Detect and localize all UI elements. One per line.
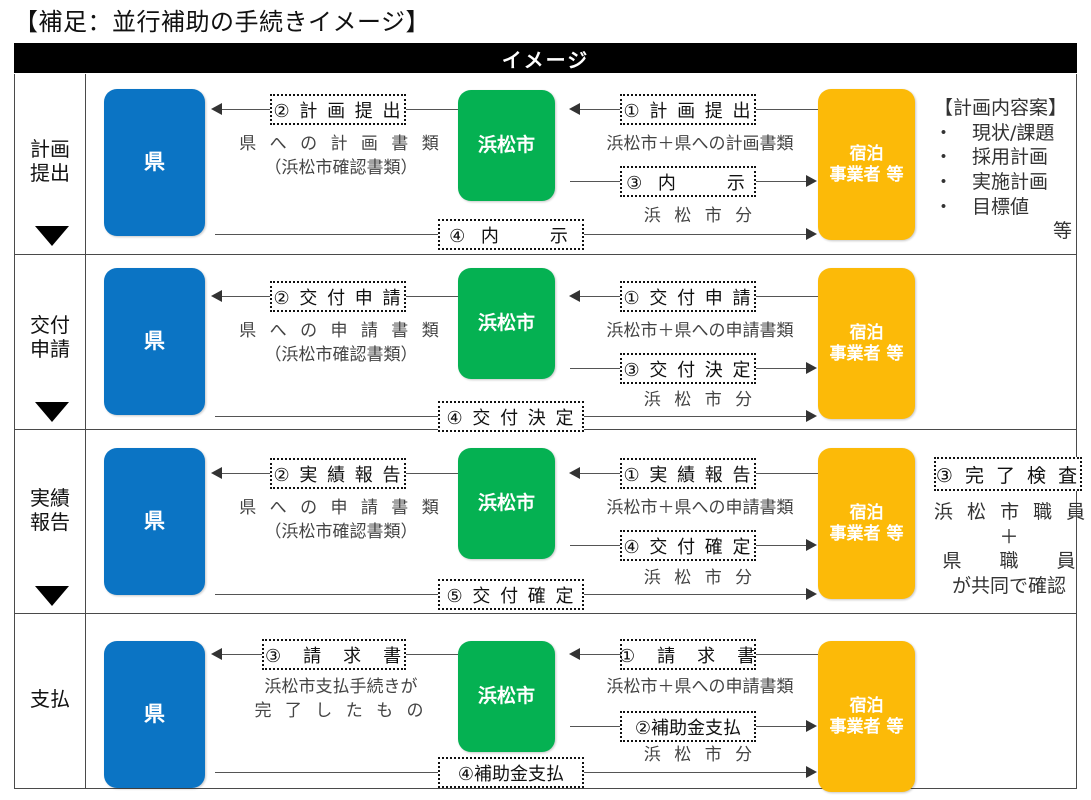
flow-arrowhead-4-top [211, 648, 222, 660]
flow-caption-2-right: 浜松市＋県への申請書類 [606, 321, 794, 341]
flow-chip-2-bottom: ④ 交 付 決 定 [438, 401, 584, 432]
flow-chip-2-mid: ③ 交 付 決 定 [620, 353, 756, 384]
stage-label-4: 支払 [30, 687, 70, 711]
node-business-4: 宿泊 事業者 等 [818, 641, 915, 792]
flow-arrowhead-1-right [569, 103, 580, 115]
flow-chip-3-top: ② 実 績 報 告 [270, 458, 406, 489]
stage-label-2: 交付 申請 [30, 313, 70, 361]
flow-chip-4-mid: ②補助金支払 [620, 711, 756, 742]
node-business-2: 宿泊 事業者 等 [818, 268, 915, 419]
flow-caption-1-bottom: 浜 松 市 分 [643, 206, 757, 226]
row-plan-submission [14, 74, 1077, 255]
flow-arrowhead-4-bottom [806, 766, 817, 778]
flow-caption-4-bottom: 浜 松 市 分 [643, 745, 757, 765]
flow-caption-2-top-b: （浜松市確認書類） [264, 345, 418, 365]
node-city-4: 浜松市 [458, 641, 555, 752]
note-item-1-0: ・ 現状/課題 [934, 121, 1055, 144]
flow-caption-3-right: 浜松市＋県への申請書類 [606, 498, 794, 518]
note-item-3-0: 浜 松 市 職 員 [934, 501, 1090, 523]
diagram-frame [14, 74, 1077, 789]
note-item-3-1: ＋ [999, 525, 1019, 548]
flow-arrowhead-3-bottom [806, 588, 817, 600]
note-item-1-3: ・ 目標値 [934, 195, 1030, 218]
note-item-1-2: ・ 実施計画 [934, 171, 1049, 194]
flow-arrowhead-1-bottom [806, 228, 817, 240]
node-city-3: 浜松市 [458, 448, 555, 559]
flow-chip-1-top: ② 計 画 提 出 [270, 94, 406, 125]
flow-chip-1-right: ① 計 画 提 出 [620, 94, 756, 125]
flow-arrowhead-2-mid [806, 362, 817, 374]
page-title: 【補足：並行補助の手続きイメージ】 [14, 8, 431, 36]
stage-label-3: 実績 報告 [30, 486, 70, 534]
header-label: イメージ [501, 47, 590, 72]
flow-caption-2-top-a: 県 へ の 申 請 書 類 [239, 321, 443, 341]
flow-caption-1-top-b: （浜松市確認書類） [264, 158, 418, 178]
flow-arrowhead-4-right [569, 648, 580, 660]
node-prefecture-4: 県 [104, 641, 205, 788]
flow-arrowhead-4-mid [806, 720, 817, 732]
note-heading-1: 【計画内容案】 [934, 97, 1068, 119]
note-item-3-3: が共同で確認 [951, 575, 1066, 598]
stage-arrow-icon-1 [35, 226, 69, 246]
flow-arrowhead-3-right [569, 467, 580, 479]
flow-arrowhead-1-top [211, 103, 222, 115]
flow-caption-3-bottom: 浜 松 市 分 [643, 568, 757, 588]
flow-chip-1-bottom: ④ 内 示 [438, 219, 584, 250]
note-completion-inspection: 浜 松 市 職 員 ＋ 県 職 員 が共同で確認 [934, 500, 1090, 599]
flow-arrowhead-3-mid [806, 539, 817, 551]
stage-arrow-icon-2 [35, 402, 69, 422]
flow-chip-3-mid: ④ 交 付 確 定 [620, 530, 756, 561]
flow-arrowhead-2-bottom [806, 410, 817, 422]
stage-column-divider [85, 74, 86, 789]
note-item-1-1: ・ 採用計画 [934, 146, 1049, 169]
flow-arrowhead-2-right [569, 290, 580, 302]
flow-caption-1-right: 浜松市＋県への計画書類 [606, 134, 794, 154]
flow-arrowhead-3-top [211, 467, 222, 479]
row-performance-report [14, 430, 1077, 614]
node-city-2: 浜松市 [458, 268, 555, 379]
node-prefecture-1: 県 [104, 89, 205, 236]
flow-chip-2-right: ① 交 付 申 請 [620, 281, 756, 312]
header-band: イメージ [14, 43, 1077, 73]
flow-caption-4-top-b: 完 了 し た も の [254, 701, 428, 721]
node-prefecture-3: 県 [104, 448, 205, 595]
note-item-3-2: 県 職 員 [942, 550, 1076, 573]
note-chip-completion-inspection: ③ 完 了 検 査 [934, 457, 1082, 491]
flow-caption-1-top-a: 県 へ の 計 画 書 類 [239, 134, 443, 154]
flow-caption-2-bottom: 浜 松 市 分 [643, 390, 757, 410]
node-prefecture-2: 県 [104, 268, 205, 415]
flow-chip-1-mid: ③ 内 示 [620, 166, 756, 197]
flow-chip-4-bottom: ④補助金支払 [438, 757, 584, 788]
node-business-3: 宿泊 事業者 等 [818, 448, 915, 599]
note-plan-contents: 【計画内容案】 ・ 現状/課題 ・ 採用計画 ・ 実施計画 ・ 目標値 等 [934, 96, 1084, 244]
flow-caption-3-top-a: 県 へ の 申 請 書 類 [239, 498, 443, 518]
stage-arrow-icon-3 [35, 586, 69, 606]
flow-caption-4-top-a: 浜松市支払手続きが [264, 677, 418, 697]
note-footer-1: 等 [1052, 220, 1072, 243]
flow-arrowhead-2-top [211, 290, 222, 302]
flow-chip-2-top: ② 交 付 申 請 [270, 281, 406, 312]
stage-label-1: 計画 提出 [30, 137, 70, 185]
flow-chip-4-top: ③ 請 求 書 [262, 639, 406, 670]
flow-caption-3-top-b: （浜松市確認書類） [264, 522, 418, 542]
node-city-1: 浜松市 [458, 90, 555, 201]
flow-arrowhead-1-mid [806, 175, 817, 187]
node-business-1: 宿泊 事業者 等 [818, 89, 915, 240]
flow-caption-4-right: 浜松市＋県への申請書類 [606, 677, 794, 697]
flow-chip-3-bottom: ⑤ 交 付 確 定 [438, 579, 584, 610]
flow-chip-3-right: ① 実 績 報 告 [620, 458, 756, 489]
flow-chip-4-right: ① 請 求 書 [619, 639, 756, 670]
